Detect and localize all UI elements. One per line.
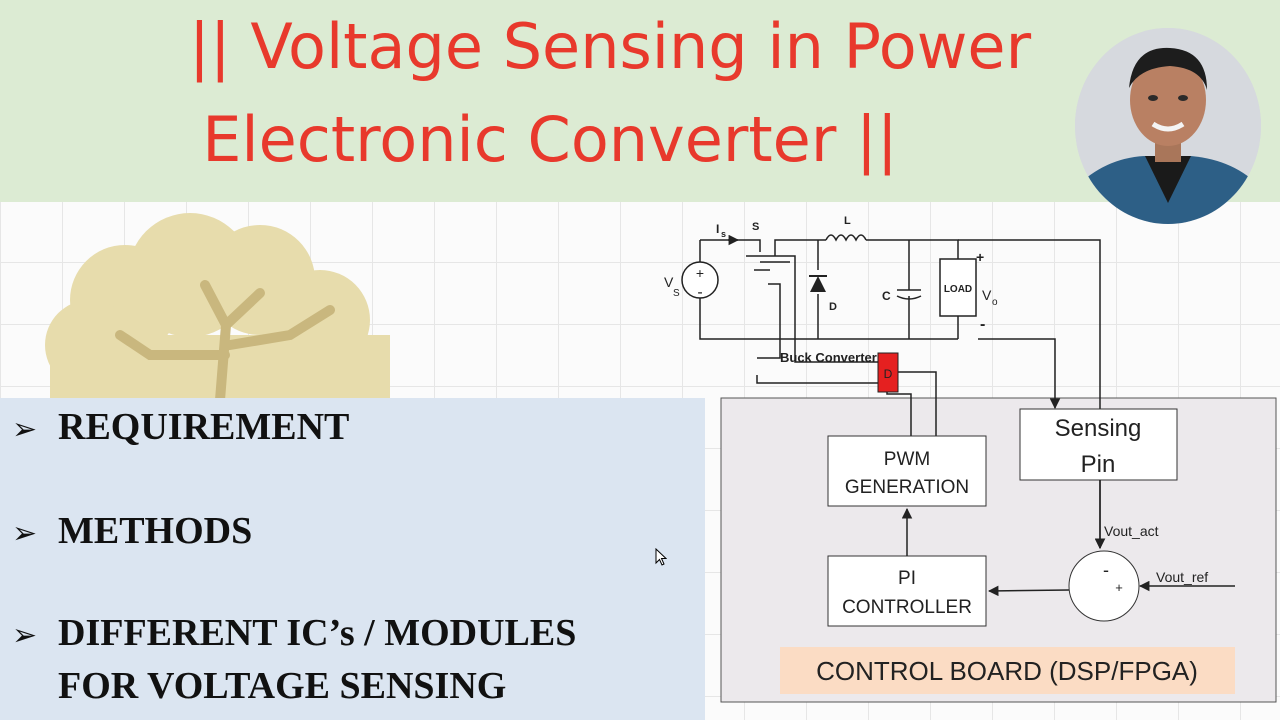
arrow-bullet-icon: ➢ [12,618,38,653]
presenter-webcam [1075,28,1261,224]
title-banner: || Voltage Sensing in Power Electronic C… [0,0,1280,202]
bullet-ics-modules: ➢ DIFFERENT IC’s / MODULES FOR VOLTAGE SE… [12,608,576,711]
arrow-bullet-icon: ➢ [12,516,38,551]
bullet-text: METHODS [58,510,253,552]
arrow-bullet-icon: ➢ [12,412,38,447]
bullet-text-continued: FOR VOLTAGE SENSING [58,665,507,707]
title-line-2: Electronic Converter || [202,103,898,176]
tree-illustration [30,205,400,405]
title-line-1: || Voltage Sensing in Power [188,10,1032,83]
bullet-requirement: ➢ REQUIREMENT [12,402,349,455]
bullet-methods: ➢ METHODS [12,506,252,559]
topics-panel: ➢ REQUIREMENT ➢ METHODS ➢ DIFFERENT IC’s / … [0,398,705,720]
mouse-cursor-icon [655,548,667,566]
bullet-text: REQUIREMENT [58,406,350,448]
bullet-text: DIFFERENT IC’s / MODULES [58,612,577,654]
